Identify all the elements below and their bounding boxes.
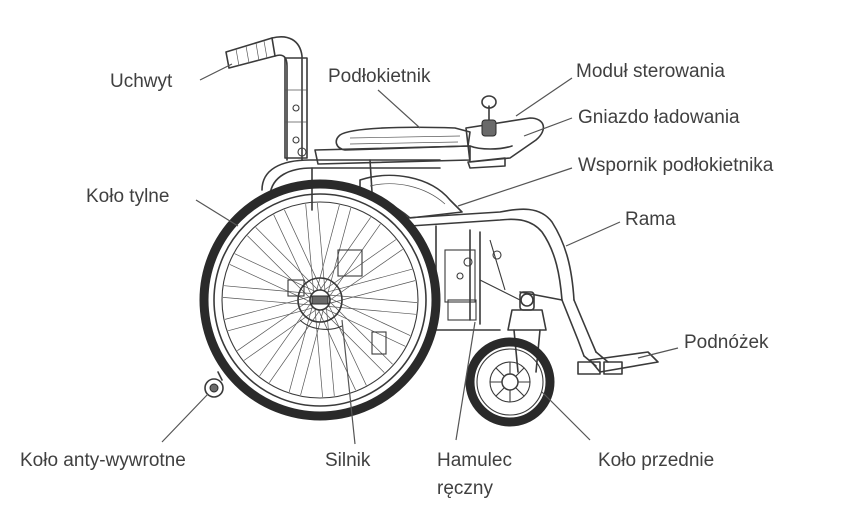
spoke [321,309,385,373]
label-charging-socket: Gniazdo ładowania [578,107,740,128]
spoke [234,253,316,292]
spoke [326,307,335,396]
rear-wheel [199,179,441,421]
spoke [329,280,416,304]
footrest [577,351,659,375]
label-armrest: Podłokietnik [328,66,431,87]
leader-armrest [377,89,421,129]
spoke [317,309,356,391]
label-footrest: Podnóżek [684,332,769,353]
spoke [327,306,416,315]
labels: Uchwyt Podłokietnik Moduł sterowania Gni… [20,61,774,499]
leader-front-wheel [541,391,591,441]
spoke [327,207,352,294]
spoke [319,217,371,291]
label-hand-brake-line2: ręczny [437,478,493,499]
leader-lines [161,63,679,445]
label-armrest-support: Wspornik podłokietnika [578,155,774,176]
label-anti-tip-wheel: Koło anty-wywrotne [20,450,186,471]
label-handle: Uchwyt [110,71,173,92]
spoke [237,299,311,351]
spoke [328,294,418,303]
label-motor: Silnik [325,450,371,471]
control-module [465,95,545,169]
anti-tip-wheel [204,371,224,398]
label-control-module: Moduł sterowania [576,61,725,82]
spoke [300,309,324,396]
seat-frame [261,159,441,211]
spoke [317,202,326,292]
handle-grip [225,36,303,161]
label-front-wheel: Koło przednie [598,450,714,471]
leader-motor [341,319,356,445]
wheelchair-illustration [199,36,659,427]
spoke [314,308,323,398]
spoke [227,307,314,332]
leader-armrest-support [457,167,573,207]
spoke [323,239,397,291]
leader-hand-brake [455,321,476,441]
spoke [329,249,403,301]
spoke [224,296,311,320]
leader-charging-socket [523,117,573,137]
spoke [324,308,406,347]
leader-frame [565,221,621,247]
armrest-pad [314,126,471,165]
spoke [329,223,381,297]
spoke [329,297,411,336]
leader-anti-tip-wheel [161,393,209,443]
motor-hub [287,249,387,355]
main-frame [404,208,597,357]
spoke [288,306,313,393]
spoke [222,297,312,306]
leader-handle [199,63,233,81]
spoke [247,235,311,299]
spoke [284,209,323,291]
spoke [224,285,313,294]
front-wheel [465,337,555,427]
spoke [326,268,413,293]
rear-wheel-spokes [222,202,418,398]
label-hand-brake-line1: Hamulec [437,450,512,471]
leader-control-module [515,77,573,117]
spoke [316,204,340,291]
spoke [305,204,314,293]
spoke [255,227,319,291]
label-rear-wheel: Koło tylne [86,186,169,207]
label-frame: Rama [625,209,676,230]
spoke [273,214,312,296]
backrest-post [284,57,308,159]
spoke [243,309,317,361]
leader-rear-wheel [195,199,239,227]
spoke [259,303,311,377]
spoke [269,309,321,383]
leader-footrest [637,347,679,359]
spoke [328,304,367,386]
